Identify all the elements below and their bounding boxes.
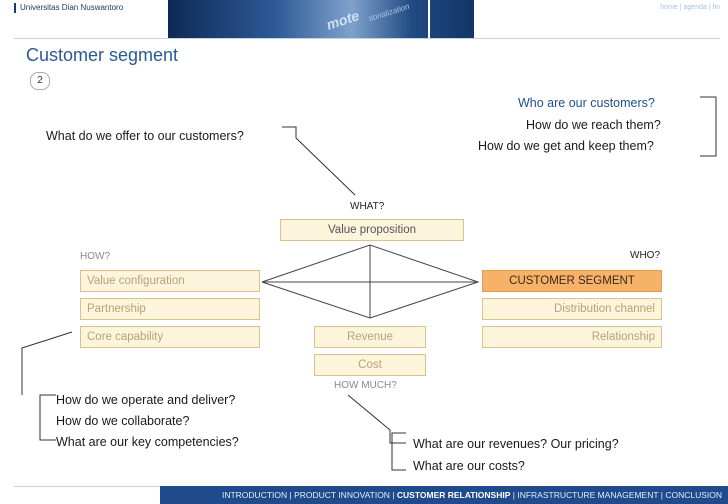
nav-home-link[interactable]: home <box>660 4 678 11</box>
box-distribution-channel: Distribution channel <box>482 298 662 320</box>
university-name: Universitas Dian Nuswantoro <box>20 3 124 12</box>
bracket-howmuch <box>391 432 406 471</box>
footer-sep: | <box>389 490 397 500</box>
header-accent-bar <box>14 3 16 13</box>
nav-fin-link[interactable]: fin <box>712 4 720 11</box>
page-title: Customer segment <box>26 45 179 65</box>
page-number-badge: 2 <box>30 72 50 90</box>
question-competencies: What are our key competencies? <box>56 435 239 449</box>
footer-link-infrastructure-management[interactable]: INFRASTRUCTURE MANAGEMENT <box>517 490 659 500</box>
connector-howmuch <box>347 394 406 444</box>
label-what: WHAT? <box>350 201 385 212</box>
bracket-how <box>39 394 56 441</box>
box-partnership: Partnership <box>80 298 260 320</box>
nav-agenda-link[interactable]: agenda <box>683 4 707 11</box>
question-who: Who are our customers? <box>518 96 655 110</box>
box-relationship: Relationship <box>482 326 662 348</box>
question-costs: What are our costs? <box>413 459 525 473</box>
question-operate: How do we operate and deliver? <box>56 393 236 407</box>
footer-link-product-innovation[interactable]: PRODUCT INNOVATION <box>294 490 390 500</box>
box-value-proposition: Value proposition <box>280 219 464 241</box>
bracket-who <box>700 96 717 157</box>
question-keep: How do we get and keep them? <box>478 139 654 153</box>
label-who: WHO? <box>630 250 660 261</box>
footer-link-introduction[interactable]: INTRODUCTION <box>221 490 288 500</box>
footer-link-conclusion[interactable]: CONCLUSION <box>665 490 722 500</box>
connector-offer <box>282 126 356 196</box>
top-nav: home | agenda | fin <box>660 4 720 11</box>
banner-divider <box>428 0 430 38</box>
footer-sep: | <box>287 490 295 500</box>
header-divider <box>14 38 720 39</box>
label-how-much: HOW MUCH? <box>334 380 397 391</box>
footer-link-customer-relationship[interactable]: CUSTOMER RELATIONSHIP <box>396 490 511 500</box>
box-core-capability: Core capability <box>80 326 260 348</box>
box-cost: Cost <box>314 354 426 376</box>
label-how: HOW? <box>80 251 110 262</box>
header-banner-image: mote tionalization <box>168 0 474 38</box>
question-revenues: What are our revenues? Our pricing? <box>413 437 619 451</box>
footer-sep: | <box>658 490 666 500</box>
box-revenue: Revenue <box>314 326 426 348</box>
box-customer-segment: CUSTOMER SEGMENT <box>482 270 662 292</box>
question-collaborate: How do we collaborate? <box>56 414 190 428</box>
footer-nav: INTRODUCTION | PRODUCT INNOVATION | CUST… <box>160 486 728 504</box>
footer-sep: | <box>510 490 518 500</box>
question-reach: How do we reach them? <box>526 118 661 132</box>
box-value-configuration: Value configuration <box>80 270 260 292</box>
question-offer: What do we offer to our customers? <box>46 129 244 143</box>
connector-how <box>21 331 73 395</box>
